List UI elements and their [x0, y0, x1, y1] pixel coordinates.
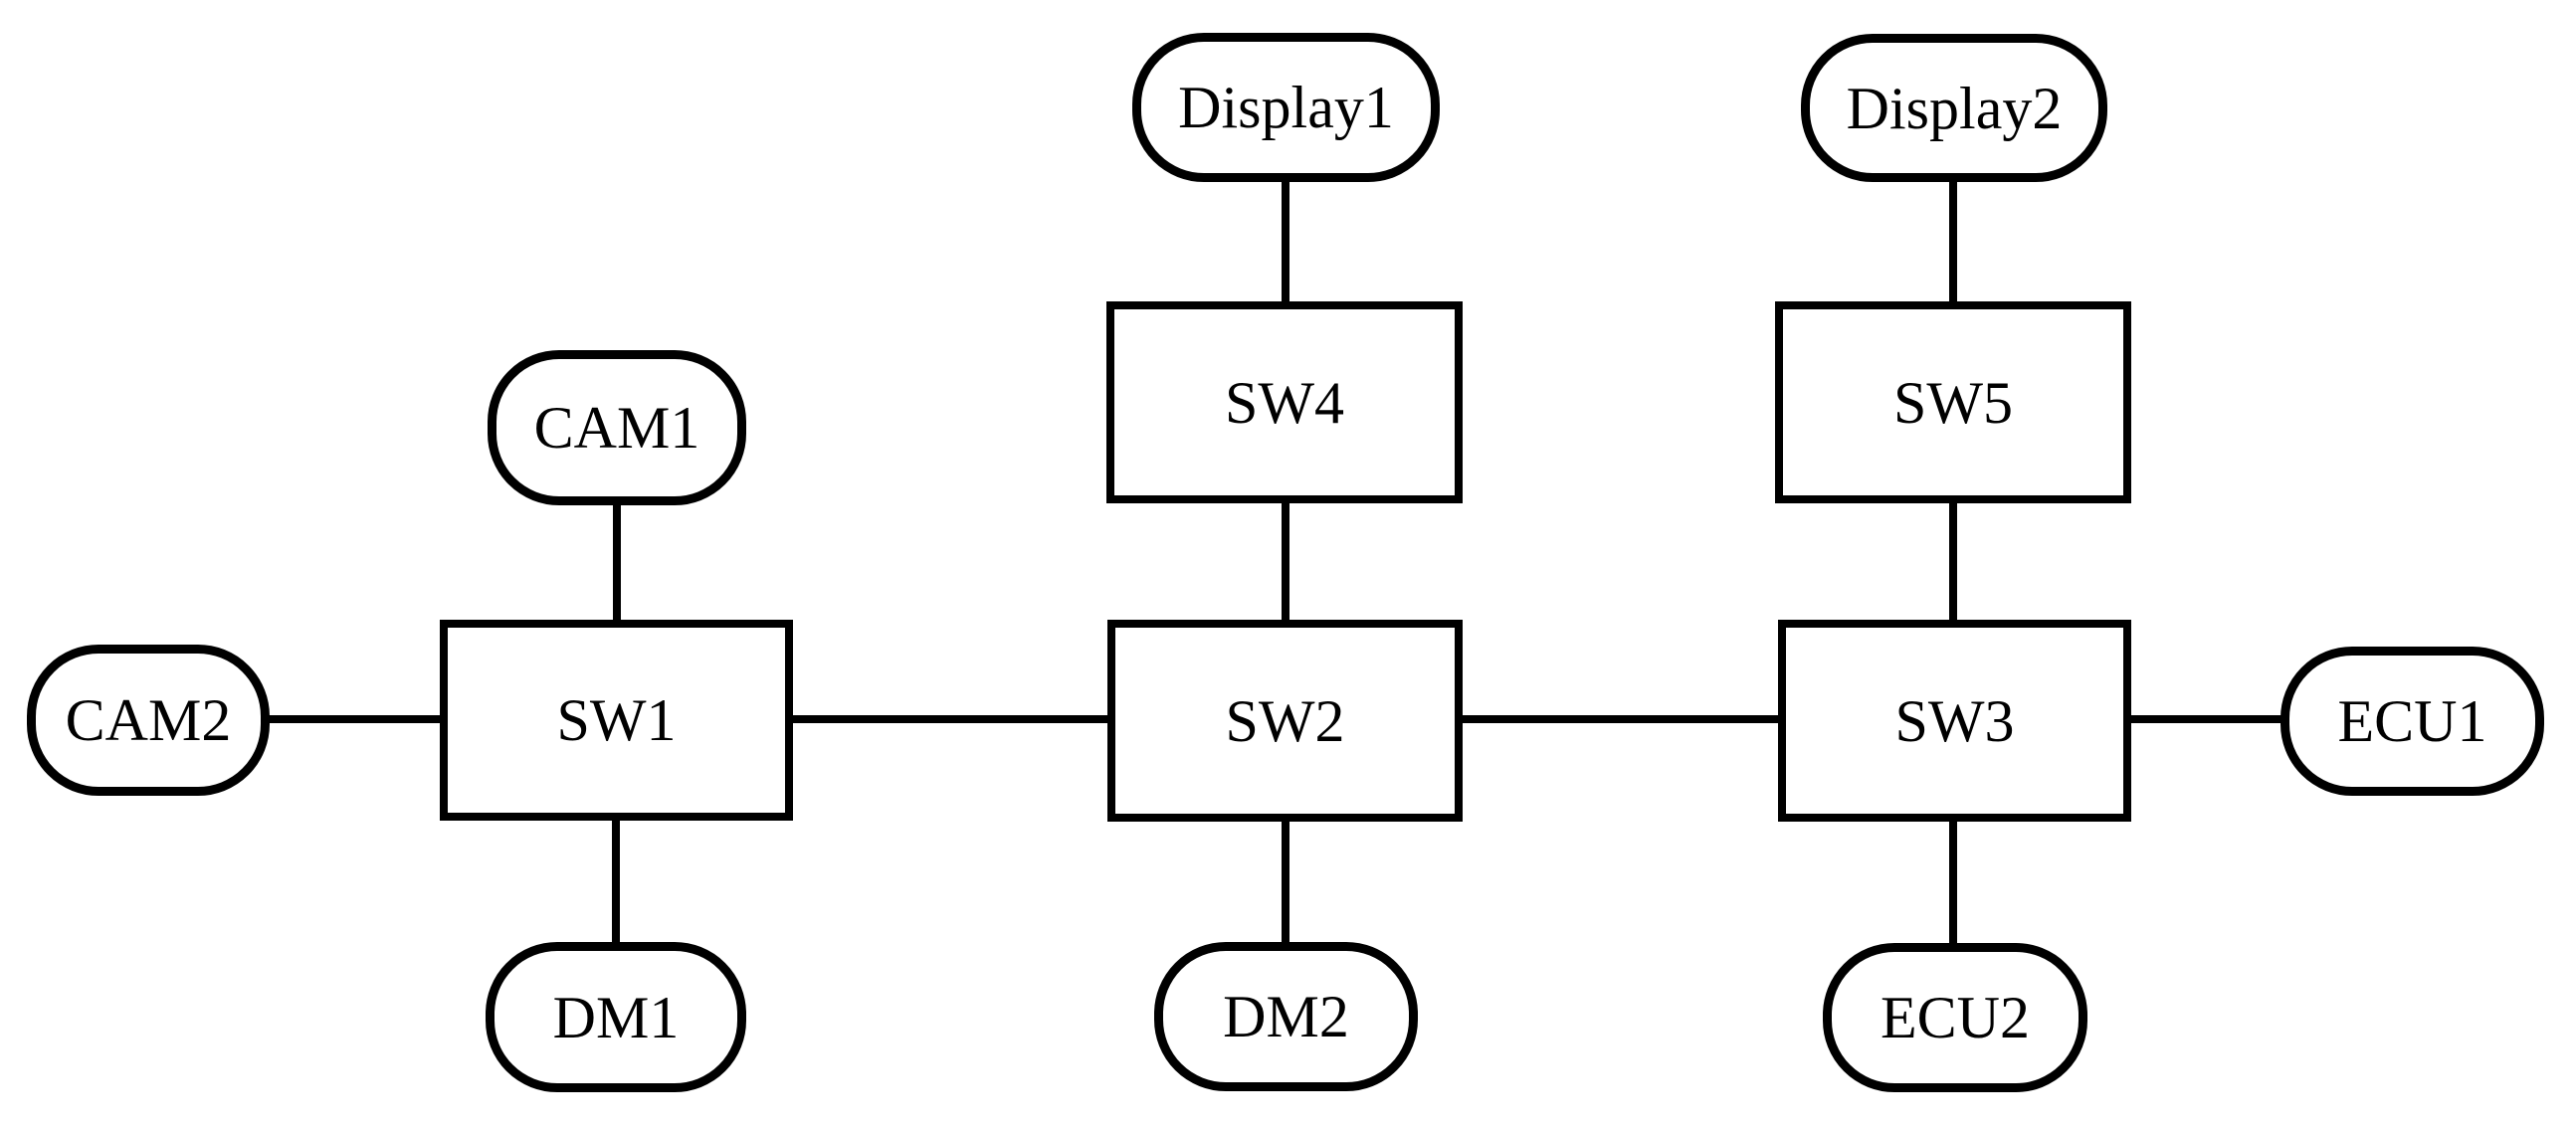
node-cam2-label: CAM2 [65, 687, 232, 753]
edge-sw2-sw3 [1458, 715, 1783, 723]
node-ecu1-label: ECU1 [2337, 688, 2487, 754]
node-cam2: CAM2 [27, 645, 270, 796]
edge-display2-sw5 [1949, 177, 1957, 306]
node-cam1: CAM1 [488, 350, 746, 505]
node-sw1: SW1 [440, 620, 793, 821]
node-display2-label: Display2 [1846, 75, 2063, 141]
node-sw2: SW2 [1107, 620, 1463, 822]
node-ecu2: ECU2 [1823, 943, 2087, 1092]
node-sw4: SW4 [1106, 301, 1463, 503]
edge-sw1-dm1 [612, 816, 620, 948]
node-sw3-label: SW3 [1894, 687, 2015, 754]
node-sw2-label: SW2 [1225, 687, 1345, 754]
edge-display1-sw4 [1282, 177, 1289, 306]
node-dm2: DM2 [1154, 942, 1418, 1091]
node-cam1-label: CAM1 [533, 395, 700, 461]
node-sw3: SW3 [1778, 620, 2131, 822]
node-dm2-label: DM2 [1223, 984, 1349, 1049]
edge-cam1-sw1 [613, 497, 621, 627]
node-dm1-label: DM1 [552, 984, 680, 1050]
edge-sw5-sw3 [1949, 498, 1957, 625]
node-sw5: SW5 [1775, 301, 2131, 503]
edge-sw3-ecu1 [2126, 715, 2285, 723]
node-sw5-label: SW5 [1893, 369, 2013, 436]
edge-cam2-sw1 [262, 715, 448, 723]
node-display1-label: Display1 [1178, 75, 1394, 140]
node-display1: Display1 [1132, 33, 1440, 182]
node-display2: Display2 [1801, 34, 2107, 182]
edge-sw1-sw2 [788, 715, 1112, 723]
edge-sw3-ecu2 [1949, 817, 1957, 948]
node-sw4-label: SW4 [1225, 369, 1344, 436]
node-dm1: DM1 [486, 942, 746, 1092]
node-sw1-label: SW1 [556, 687, 677, 753]
node-ecu2-label: ECU2 [1881, 985, 2030, 1050]
node-ecu1: ECU1 [2280, 647, 2544, 796]
edge-sw4-sw2 [1282, 498, 1289, 625]
edge-sw2-dm2 [1282, 817, 1289, 947]
